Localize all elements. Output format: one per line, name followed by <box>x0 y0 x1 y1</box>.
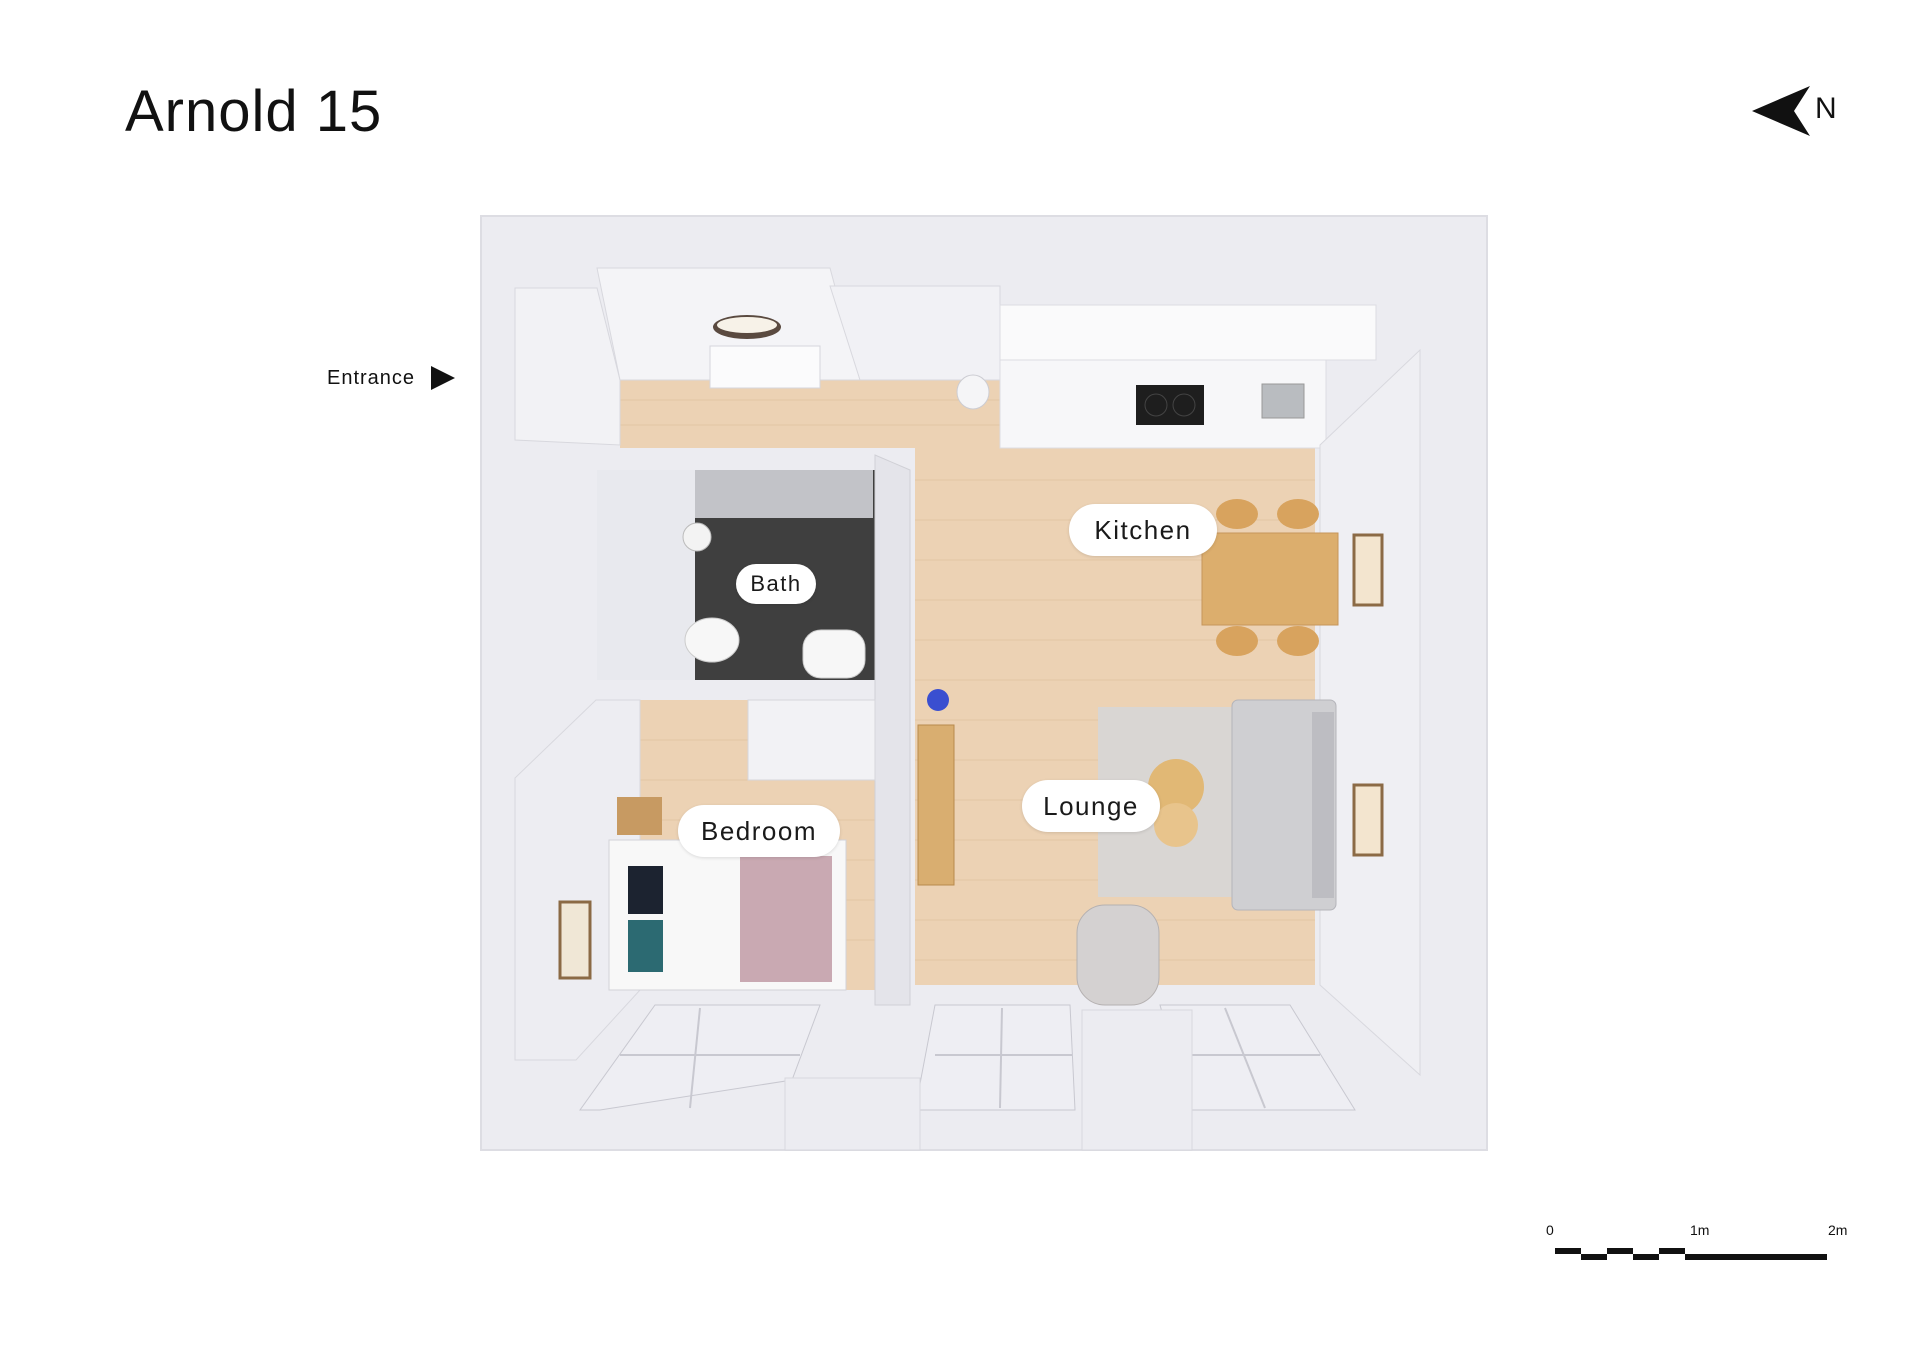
scale-label-0: 0 <box>1546 1222 1554 1238</box>
nightstand <box>617 797 662 835</box>
sofa <box>1231 699 1337 911</box>
bedroom-picture <box>558 900 592 980</box>
blue-lamp <box>927 689 949 711</box>
washbasin <box>802 629 866 679</box>
bed-throw <box>740 856 832 982</box>
pillow-dark <box>628 866 663 914</box>
bath-wall <box>874 454 911 1006</box>
room-label-bedroom: Bedroom <box>678 805 840 857</box>
dining-chair <box>1277 499 1319 529</box>
wall-shelf <box>917 724 955 886</box>
room-label-lounge: Lounge <box>1022 780 1160 832</box>
wall-pier <box>784 1077 921 1151</box>
entrance-marker: Entrance <box>327 366 456 390</box>
room-label-bath: Bath <box>736 564 816 604</box>
coffee-table <box>1154 803 1198 847</box>
north-label: N <box>1815 92 1837 125</box>
hall-wall-mid <box>829 285 1001 381</box>
pillow-teal <box>628 920 663 972</box>
window-lounge-left <box>914 1004 1076 1111</box>
upper-cabinets <box>999 304 1377 361</box>
room-label-kitchen: Kitchen <box>1069 504 1217 556</box>
entrance-door-wall <box>514 287 621 446</box>
shoe-cabinet <box>709 345 821 389</box>
wall-picture-bottom <box>1352 783 1384 857</box>
bath-tiles <box>597 470 695 680</box>
kitchen-sink <box>1261 383 1305 419</box>
dining-chair <box>1277 626 1319 656</box>
wall-picture-top <box>1352 533 1384 607</box>
armchair <box>1076 904 1160 1006</box>
page-title: Arnold 15 <box>125 79 383 144</box>
wall-pier <box>1081 1009 1193 1151</box>
dining-chair <box>1216 499 1258 529</box>
window-bedroom <box>579 1004 821 1111</box>
wardrobe <box>747 699 876 781</box>
entrance-label: Entrance <box>327 366 416 389</box>
dining-chair <box>1216 626 1258 656</box>
scale-label-1m: 1m <box>1690 1222 1710 1238</box>
scale-bar <box>1555 1248 1827 1260</box>
coffee-table <box>1148 759 1204 815</box>
trash-bin <box>956 374 990 410</box>
scale-label-2m: 2m <box>1828 1222 1848 1238</box>
arrow-right-icon <box>431 366 456 390</box>
window-grids <box>620 1007 1320 1109</box>
shower-glass <box>695 470 873 518</box>
shower-head <box>682 522 712 552</box>
toilet <box>684 617 740 663</box>
cooktop <box>1136 385 1204 425</box>
dining-table <box>1201 532 1339 626</box>
north-arrow-icon <box>1752 86 1810 136</box>
